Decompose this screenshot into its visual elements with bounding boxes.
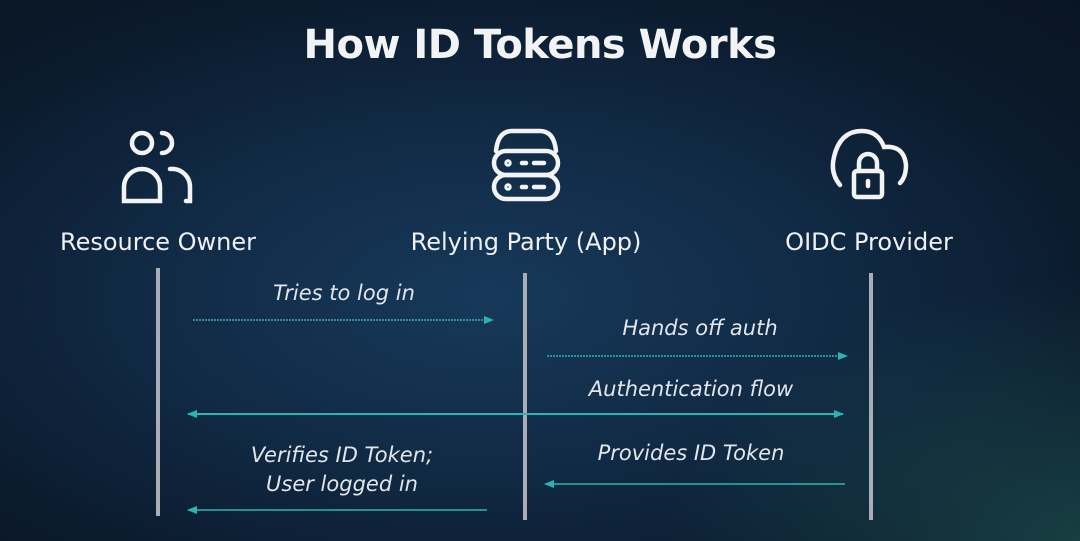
message-provides-id-token: Provides ID Token: [597, 441, 785, 465]
message-verifies-line1: Verifies ID Token;: [250, 443, 434, 467]
message-hands-off-auth: Hands off auth: [622, 316, 778, 340]
actor-oidc-provider: OIDC Provider: [785, 228, 953, 256]
actor-resource-owner: Resource Owner: [59, 228, 257, 256]
message-authentication-flow: Authentication flow: [588, 377, 794, 401]
page-title: How ID Tokens Works: [303, 22, 777, 68]
message-verifies-id-token: Verifies ID Token; User logged in: [172, 441, 512, 499]
server-icon: [491, 128, 561, 202]
actor-relying-party: Relying Party (App): [410, 228, 642, 256]
users-icon: [121, 130, 193, 204]
cloud-lock-icon: [830, 128, 909, 200]
message-verifies-line2: User logged in: [266, 472, 418, 496]
message-tries-to-log-in: Tries to log in: [273, 281, 415, 305]
